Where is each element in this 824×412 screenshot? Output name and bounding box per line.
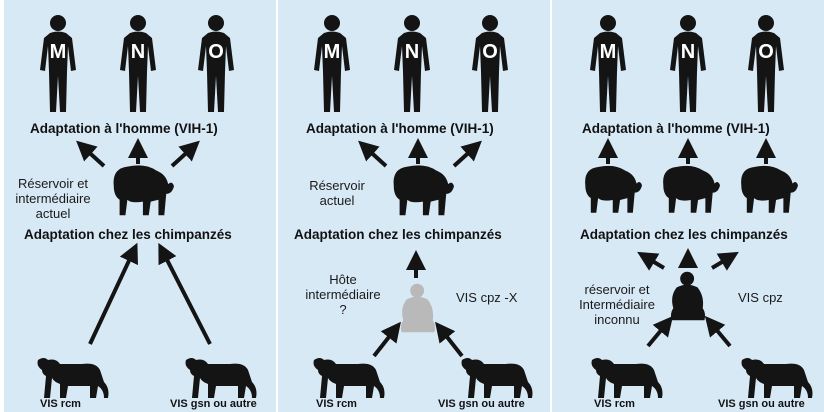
adaptation-human-label: Adaptation à l'homme (VIH-1) bbox=[306, 121, 494, 136]
intermediate-host-icon bbox=[401, 284, 435, 333]
human-o-icon bbox=[472, 15, 508, 112]
group-label-m: M bbox=[600, 41, 617, 63]
arrow-to-m bbox=[82, 146, 104, 166]
arrow-gsn-to-host bbox=[710, 322, 730, 346]
virus-label: VIS cpz bbox=[738, 290, 783, 305]
adaptation-chimp-label: Adaptation chez les chimpanzés bbox=[24, 227, 232, 242]
host-label: Hôte intermédiaire ? bbox=[304, 272, 382, 317]
adaptation-human-label: Adaptation à l'homme (VIH-1) bbox=[30, 121, 218, 136]
arrow-gsn-to-chimp bbox=[162, 250, 210, 344]
panel-3-drawing: M N O bbox=[552, 0, 824, 412]
group-label-o: O bbox=[208, 41, 224, 63]
host-label: réservoir et Intermédiaire inconnu bbox=[572, 282, 662, 327]
group-label-n: N bbox=[131, 41, 145, 63]
human-m-icon bbox=[590, 15, 626, 112]
chimp-icon bbox=[114, 165, 174, 215]
human-n-icon bbox=[670, 15, 706, 112]
adaptation-chimp-label: Adaptation chez les chimpanzés bbox=[294, 227, 502, 242]
group-label-n: N bbox=[681, 41, 695, 63]
adaptation-human-label: Adaptation à l'homme (VIH-1) bbox=[582, 121, 770, 136]
group-label-o: O bbox=[482, 41, 498, 63]
human-n-icon bbox=[394, 15, 430, 112]
group-label-m: M bbox=[324, 41, 341, 63]
source-left-label: VIS rcm bbox=[316, 398, 357, 410]
reservoir-label: Réservoir et intermédiaire actuel bbox=[10, 176, 96, 221]
adaptation-chimp-label: Adaptation chez les chimpanzés bbox=[580, 227, 788, 242]
group-label-m: M bbox=[50, 41, 67, 63]
source-left-label: VIS rcm bbox=[40, 398, 81, 410]
arrow-to-o bbox=[454, 146, 476, 166]
panel-1: M N O Adaptation à l'homme (VIH-1) Réser… bbox=[4, 0, 276, 412]
human-n-icon bbox=[120, 15, 156, 112]
human-m-icon bbox=[40, 15, 76, 112]
human-o-icon bbox=[198, 15, 234, 112]
group-label-n: N bbox=[405, 41, 419, 63]
monkey-rcm-icon bbox=[38, 358, 109, 398]
monkey-rcm-icon bbox=[592, 358, 663, 398]
panel-3: M N O Adaptation à l'homme (VIH-1) Adapt… bbox=[552, 0, 824, 412]
arrow-to-chimp-o bbox=[712, 256, 732, 268]
virus-label: VIS cpz -X bbox=[456, 290, 517, 305]
arrow-rcm-to-chimp bbox=[90, 250, 134, 344]
source-right-label: VIS gsn ou autre bbox=[438, 398, 525, 410]
arrow-rcm-to-host bbox=[374, 328, 396, 356]
chimp-o-icon bbox=[741, 166, 798, 213]
source-right-label: VIS gsn ou autre bbox=[170, 398, 257, 410]
arrow-to-chimp-m bbox=[644, 256, 664, 268]
group-label-o: O bbox=[758, 41, 774, 63]
human-m-icon bbox=[314, 15, 350, 112]
human-o-icon bbox=[748, 15, 784, 112]
arrow-to-o bbox=[172, 146, 194, 166]
reservoir-label: Réservoir actuel bbox=[298, 178, 376, 208]
source-left-label: VIS rcm bbox=[594, 398, 635, 410]
chimp-m-icon bbox=[585, 166, 642, 213]
monkey-gsn-icon bbox=[742, 358, 813, 398]
arrow-gsn-to-host bbox=[440, 328, 462, 356]
source-right-label: VIS gsn ou autre bbox=[718, 398, 805, 410]
monkey-gsn-icon bbox=[186, 358, 257, 398]
monkey-rcm-icon bbox=[314, 358, 385, 398]
monkey-gsn-icon bbox=[462, 358, 533, 398]
chimp-n-icon bbox=[663, 166, 720, 213]
panel-2: M N O Adaptation à l'homme (VIH-1) Réser… bbox=[278, 0, 550, 412]
unknown-host-icon bbox=[671, 272, 705, 321]
chimp-icon bbox=[394, 165, 454, 215]
arrow-to-m bbox=[364, 146, 386, 166]
